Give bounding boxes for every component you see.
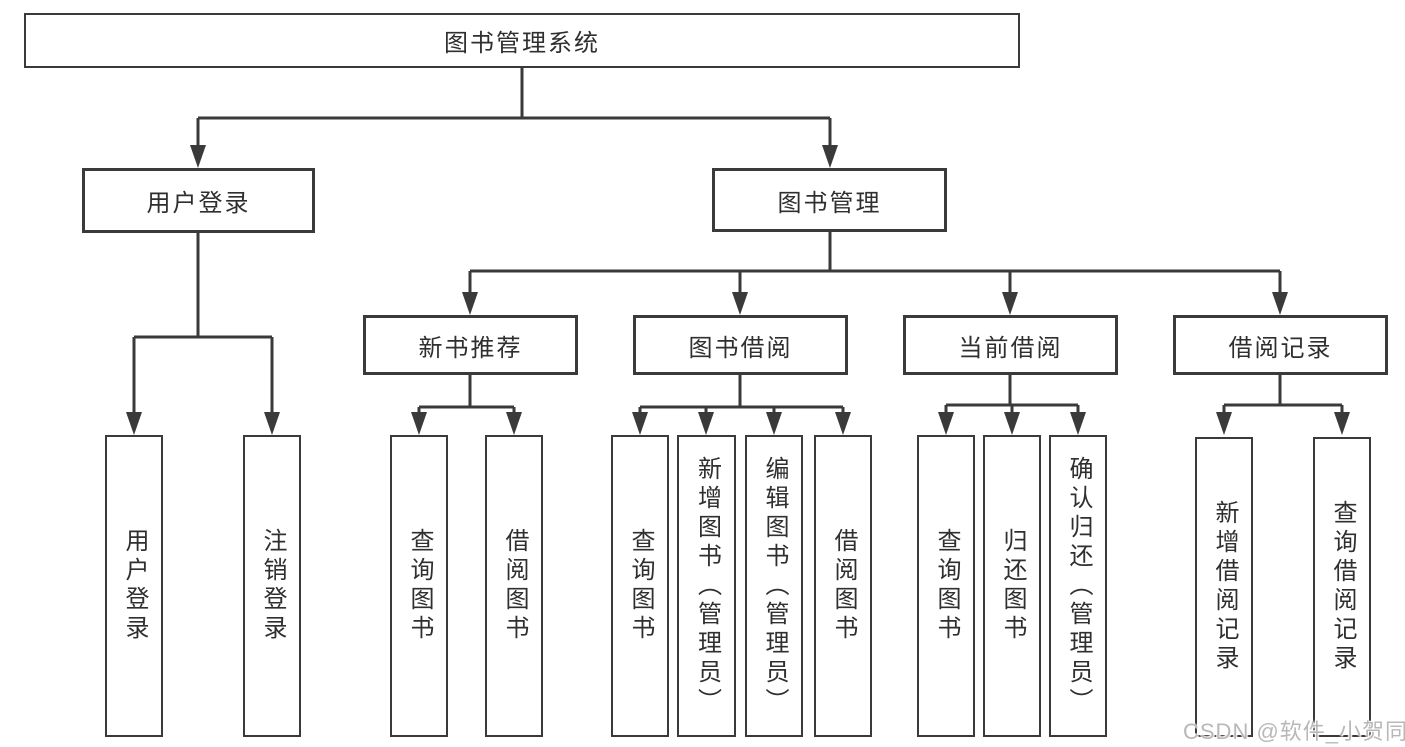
node-current-borrowing: 当前借阅 <box>903 315 1118 375</box>
leaf-borrow-books-recommend: 借阅图书 <box>485 435 543 737</box>
leaf-add-books-admin: 新增图书（管理员） <box>677 435 736 737</box>
leaf-edit-books-admin: 编辑图书（管理员） <box>745 435 803 737</box>
leaf-confirm-return-admin: 确认归还（管理员） <box>1049 435 1107 737</box>
watermark-text: CSDN @软件_小贺同学 <box>1183 719 1405 744</box>
leaf-query-borrow-record: 查询借阅记录 <box>1313 437 1371 737</box>
leaf-return-books: 归还图书 <box>983 435 1041 737</box>
leaf-add-borrow-record: 新增借阅记录 <box>1195 437 1253 737</box>
leaf-query-books-recommend: 查询图书 <box>390 435 448 737</box>
leaf-query-books-borrowing: 查询图书 <box>611 435 669 737</box>
node-book-borrowing: 图书借阅 <box>633 315 848 375</box>
leaf-logout: 注销登录 <box>243 435 301 737</box>
leaf-borrow-books-borrowing: 借阅图书 <box>814 435 872 737</box>
node-library-system: 图书管理系统 <box>24 13 1020 68</box>
node-book-management: 图书管理 <box>712 168 947 232</box>
node-borrowing-records: 借阅记录 <box>1173 315 1388 375</box>
leaf-query-books-current: 查询图书 <box>917 435 975 737</box>
leaf-user-login: 用户登录 <box>105 435 163 737</box>
node-new-book-recommendation: 新书推荐 <box>363 315 578 375</box>
node-user-login: 用户登录 <box>82 168 315 233</box>
